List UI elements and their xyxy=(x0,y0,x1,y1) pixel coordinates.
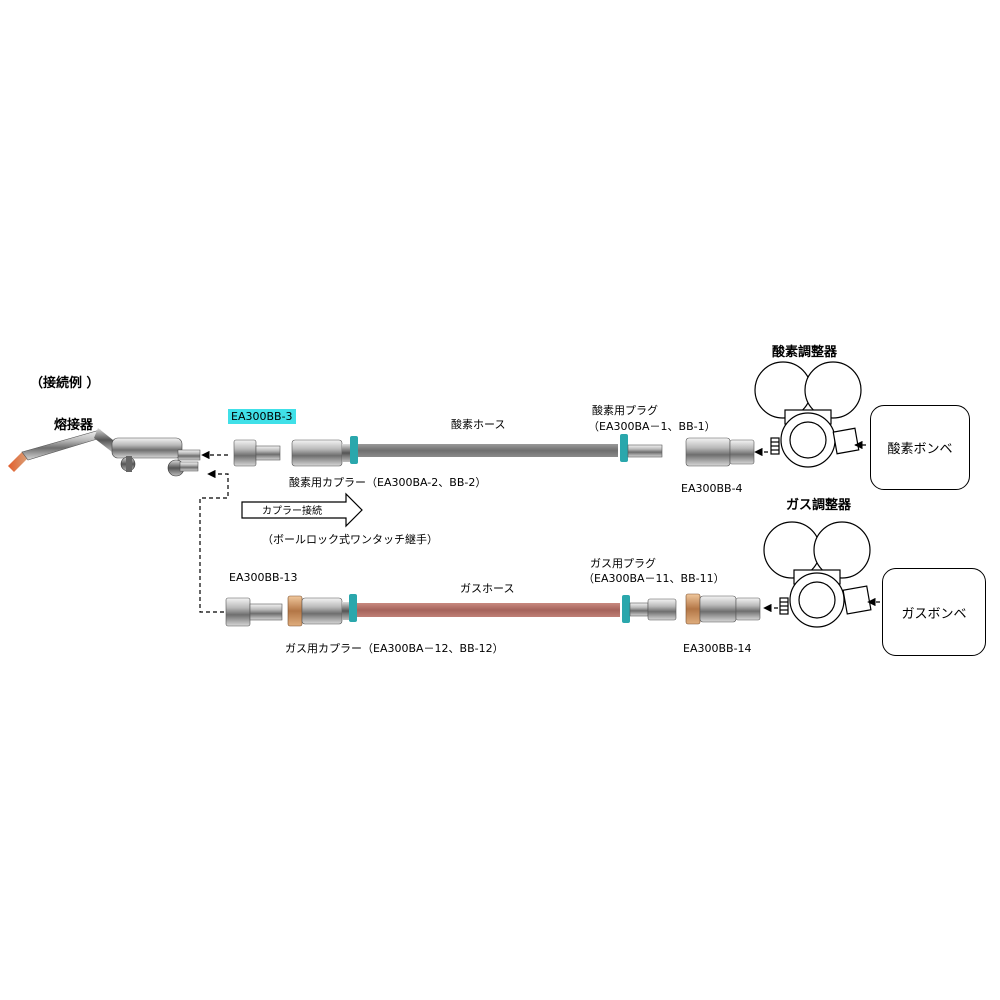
gas-torch-adapter-bb13 xyxy=(225,597,283,627)
gas-plug-body xyxy=(629,602,649,617)
gas-plug-label: ガス用プラグ xyxy=(590,557,656,570)
oxy-regulator-diagram xyxy=(754,361,862,468)
gas-regulator-diagram xyxy=(763,521,872,628)
oxy-plug-models: （EA300BA－1、BB-1） xyxy=(588,420,716,433)
ball-lock-label: （ボールロック式ワンタッチ継手） xyxy=(262,533,438,546)
oxy-hose-label: 酸素ホース xyxy=(451,418,506,431)
oxy-plug xyxy=(627,444,663,458)
gas-cylinder-box: ガスボンベ xyxy=(882,568,986,656)
oxy-plug-label: 酸素用プラグ xyxy=(592,404,658,417)
gas-coupler xyxy=(287,595,356,627)
oxy-regulator-coupler-bb4 xyxy=(685,437,755,467)
dashed-connections xyxy=(199,440,880,613)
coupler-connection-arrow xyxy=(241,492,363,528)
gas-cylinder-label: ガスボンベ xyxy=(901,606,967,622)
example-heading: （接続例 ） xyxy=(30,376,100,391)
gas-hose-clamp-right xyxy=(622,595,630,623)
oxy-hose-clamp-right xyxy=(620,434,628,462)
oxy-coupler xyxy=(291,439,356,467)
oxy-coupler-label: 酸素用カプラー（EA300BA-2、BB-2） xyxy=(289,476,487,489)
oxy-regulator-label: 酸素調整器 xyxy=(772,345,838,360)
gas-regulator-label: ガス調整器 xyxy=(786,498,852,513)
torch-illustration xyxy=(8,428,201,477)
gas-coupler-label: ガス用カプラー（EA300BA－12、BB-12） xyxy=(285,642,504,655)
oxy-torch-adapter-bb3 xyxy=(233,439,281,467)
torch-label: 熔接器 xyxy=(54,418,94,433)
gas-hose-label: ガスホース xyxy=(460,582,515,595)
oxy-cylinder-box: 酸素ボンベ xyxy=(870,405,970,490)
gas-hose xyxy=(356,603,620,617)
bb3-label: EA300BB-3 xyxy=(228,409,296,424)
oxy-hose-clamp-left xyxy=(350,436,358,464)
bb4-label: EA300BB-4 xyxy=(681,482,743,495)
bb13-label: EA300BB-13 xyxy=(229,571,298,584)
gas-plug xyxy=(647,598,677,621)
oxy-hose xyxy=(356,444,618,457)
gas-hose-clamp-left xyxy=(349,594,357,622)
gas-plug-models: （EA300BA－11、BB-11） xyxy=(583,572,725,585)
oxy-cylinder-label: 酸素ボンベ xyxy=(887,442,953,457)
coupler-connection-label: カプラー接続 xyxy=(262,506,322,517)
gas-regulator-coupler-bb14 xyxy=(685,593,761,625)
bb14-label: EA300BB-14 xyxy=(683,642,752,655)
